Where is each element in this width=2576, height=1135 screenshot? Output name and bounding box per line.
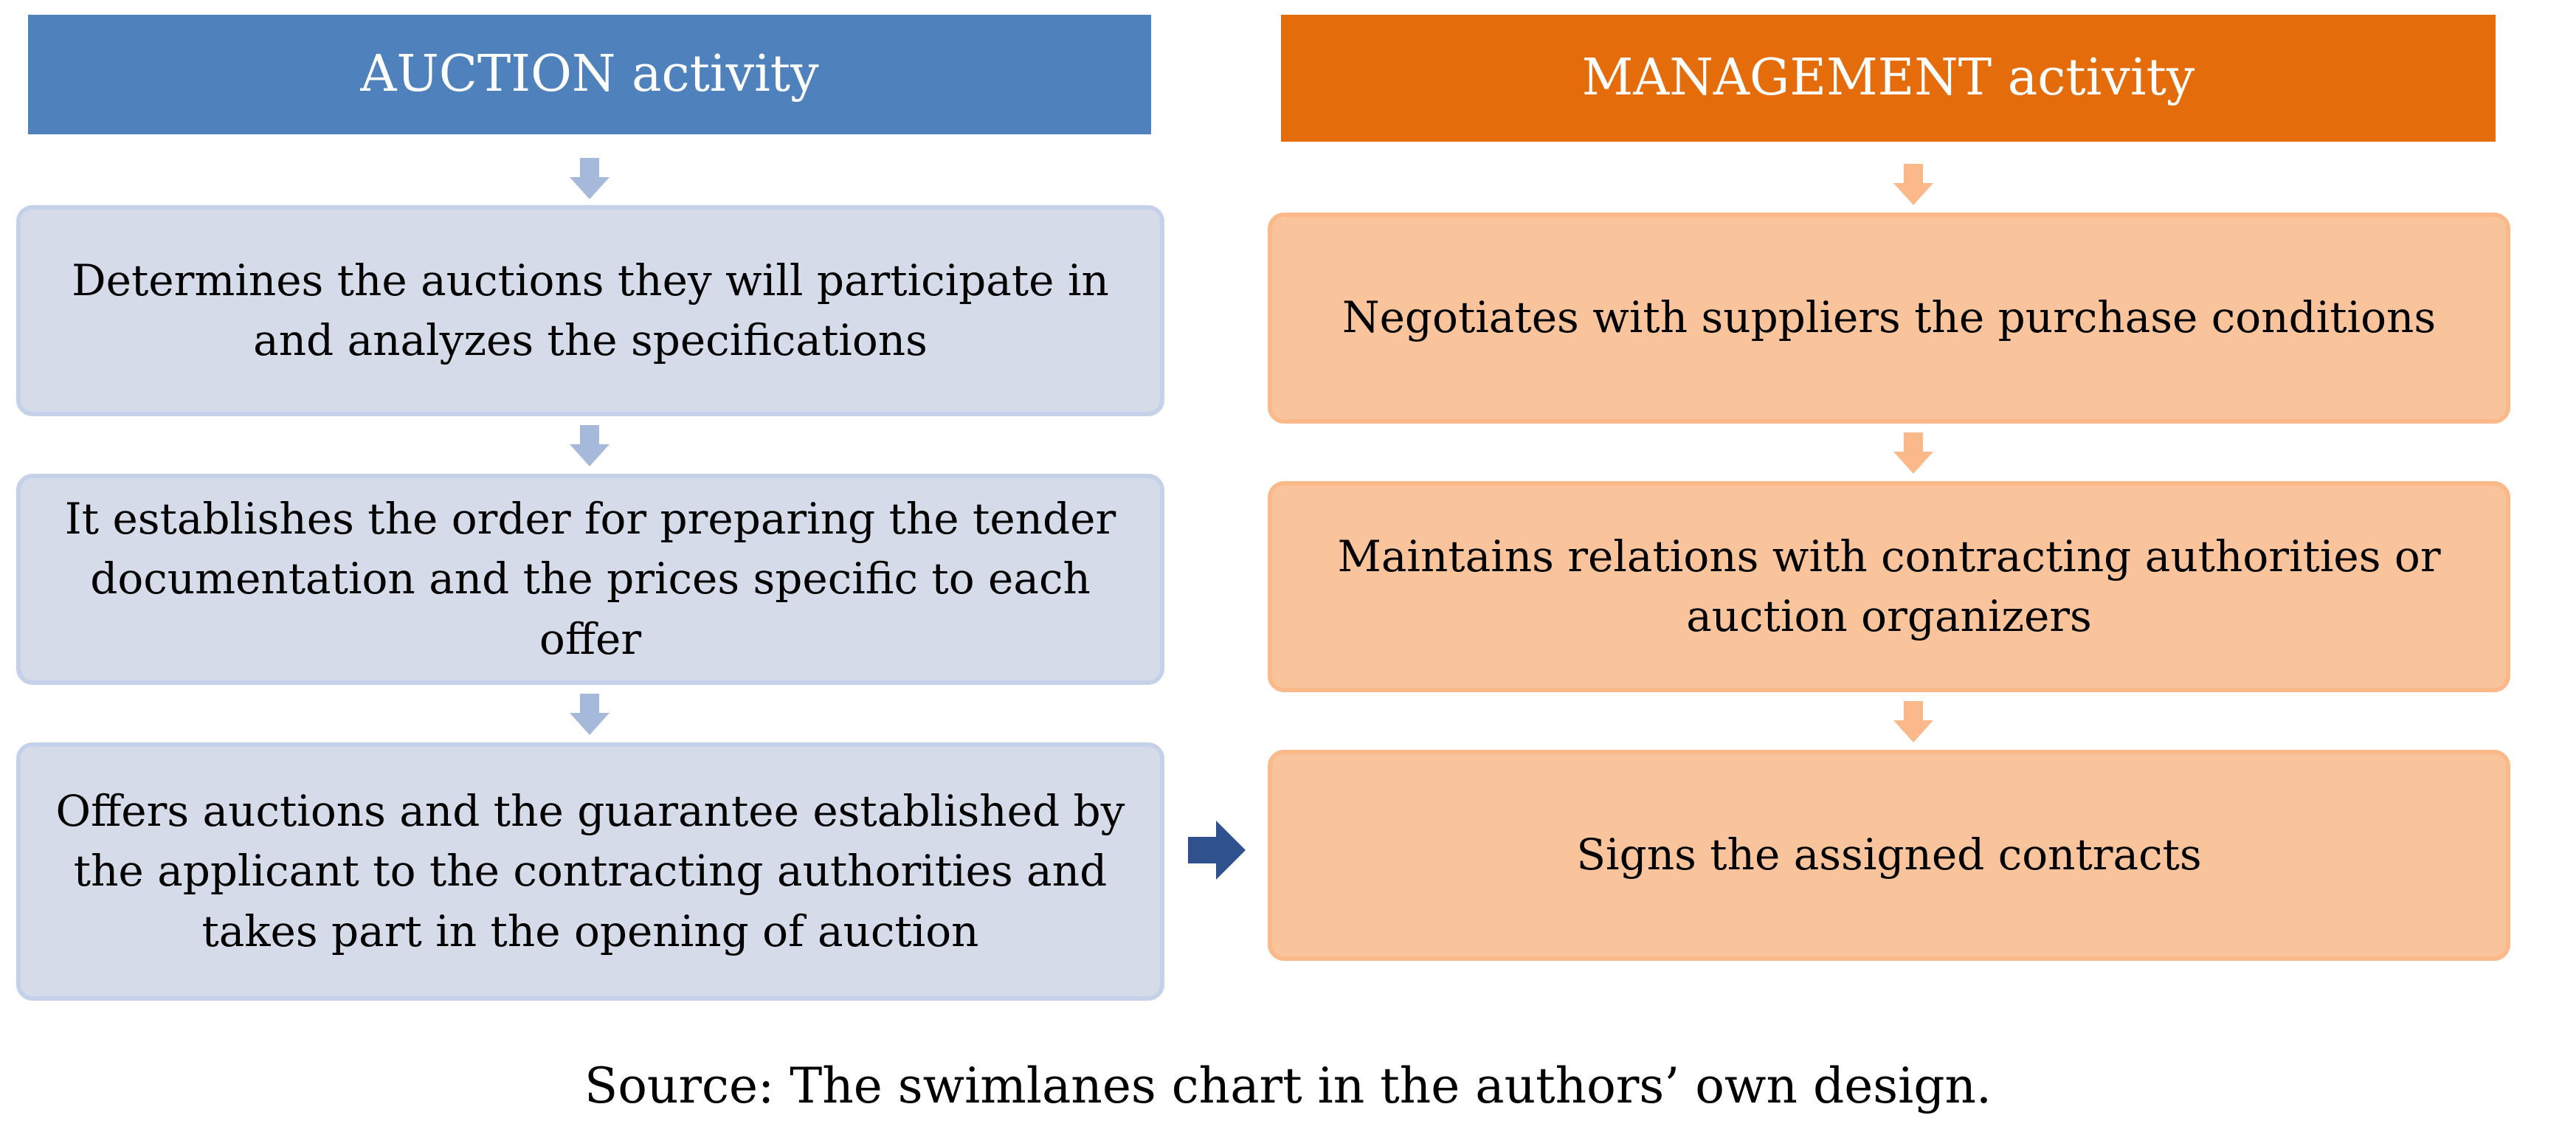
lane-header-auction: AUCTION activity [28, 15, 1151, 134]
auction-step-1: Determines the auctions they will partic… [16, 205, 1164, 416]
down-arrow-icon [1893, 164, 1933, 205]
figure-caption: Source: The swimlanes chart in the autho… [584, 1058, 1992, 1114]
down-arrow-icon [570, 425, 610, 466]
management-step-2: Maintains relations with contracting aut… [1268, 481, 2510, 692]
management-step-3-text: Signs the assigned contracts [1576, 829, 2202, 880]
auction-step-3-text: Offers auctions and the guarantee establ… [55, 786, 1125, 956]
auction-step-3: Offers auctions and the guarantee establ… [16, 742, 1164, 1001]
auction-step-2-text: It establishes the order for preparing t… [64, 494, 1116, 664]
lane-header-management: MANAGEMENT activity [1281, 15, 2496, 142]
management-step-1-text: Negotiates with suppliers the purchase c… [1341, 292, 2437, 343]
lane-title-auction: AUCTION activity [360, 45, 819, 103]
auction-step-2: It establishes the order for preparing t… [16, 474, 1164, 685]
auction-step-1-text: Determines the auctions they will partic… [72, 255, 1109, 365]
lane-title-management: MANAGEMENT activity [1581, 49, 2195, 107]
management-step-2-text: Maintains relations with contracting aut… [1337, 531, 2441, 641]
down-arrow-icon [570, 694, 610, 735]
down-arrow-icon [1893, 701, 1933, 742]
down-arrow-icon [570, 158, 610, 199]
right-arrow-icon [1188, 821, 1246, 880]
down-arrow-icon [1893, 432, 1933, 474]
management-step-1: Negotiates with suppliers the purchase c… [1268, 213, 2510, 424]
management-step-3: Signs the assigned contracts [1268, 750, 2510, 961]
